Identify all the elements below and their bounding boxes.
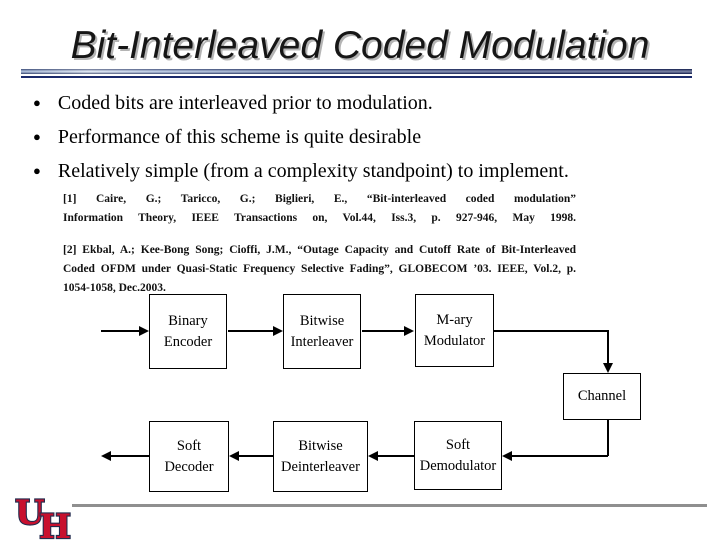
box-label-line: Interleaver bbox=[290, 333, 354, 350]
box-m-ary-modulator: M-ary Modulator bbox=[415, 294, 494, 367]
box-channel: Channel bbox=[563, 373, 641, 420]
bullet-text: Relatively simple (from a complexity sta… bbox=[57, 160, 569, 182]
bullet-dot-icon: ● bbox=[33, 129, 41, 144]
arrow-line bbox=[512, 455, 608, 457]
box-label-line: M-ary bbox=[436, 311, 473, 328]
arrowhead-left-icon bbox=[229, 451, 239, 461]
citation-line: [2] Ekbal, A.; Kee-Bong Song; Cioffi, J.… bbox=[63, 244, 576, 256]
box-label-line: Channel bbox=[577, 388, 627, 404]
box-label-line: Decoder bbox=[164, 458, 214, 475]
bullet-dot-icon: ● bbox=[33, 163, 41, 178]
bullet-item: ● Coded bits are interleaved prior to mo… bbox=[33, 90, 693, 116]
citation-line: [1] Caire, G.; Taricco, G.; Biglieri, E.… bbox=[63, 193, 576, 205]
box-bitwise-deinterleaver: Bitwise Deinterleaver bbox=[273, 421, 368, 492]
box-label-line: Bitwise bbox=[298, 437, 343, 454]
arrowhead-right-icon bbox=[273, 326, 283, 336]
citation-line: Information Theory, IEEE Transactions on… bbox=[63, 212, 576, 224]
box-label-line: Soft bbox=[445, 436, 471, 453]
arrow-line bbox=[228, 330, 274, 332]
citation-line: Coded OFDM under Quasi-Static Frequency … bbox=[63, 263, 576, 275]
box-label-line: Modulator bbox=[423, 332, 486, 349]
arrowhead-left-icon bbox=[368, 451, 378, 461]
arrow-line bbox=[101, 330, 140, 332]
arrowhead-right-icon bbox=[139, 326, 149, 336]
citation-line: 1054-1058, Dec.2003. bbox=[63, 282, 166, 294]
bullet-dot-icon: ● bbox=[33, 95, 41, 110]
arrowhead-left-icon bbox=[101, 451, 111, 461]
bullet-item: ● Performance of this scheme is quite de… bbox=[33, 124, 693, 150]
box-binary-encoder: Binary Encoder bbox=[149, 294, 227, 369]
arrowhead-down-icon bbox=[603, 363, 613, 373]
logo-letter-h: H bbox=[39, 507, 71, 540]
arrow-line bbox=[362, 330, 405, 332]
logo-letter-u: U bbox=[15, 494, 45, 533]
arrow-line bbox=[111, 455, 149, 457]
title-underline-band bbox=[21, 69, 692, 74]
box-label-line: Bitwise bbox=[299, 312, 345, 329]
box-label-line: Encoder bbox=[163, 333, 213, 350]
box-label-line: Demodulator bbox=[419, 457, 497, 474]
arrow-line bbox=[607, 420, 609, 456]
arrow-line bbox=[378, 455, 414, 457]
box-soft-decoder: Soft Decoder bbox=[149, 421, 229, 492]
bullet-text: Performance of this scheme is quite desi… bbox=[57, 126, 422, 148]
citation-2: [2] Ekbal, A.; Kee-Bong Song; Cioffi, J.… bbox=[63, 241, 576, 298]
bullet-item: ● Relatively simple (from a complexity s… bbox=[33, 158, 693, 184]
arrow-line bbox=[494, 330, 609, 332]
arrow-line bbox=[239, 455, 273, 457]
citation-1: [1] Caire, G.; Taricco, G.; Biglieri, E.… bbox=[63, 190, 576, 228]
box-label-line: Soft bbox=[176, 437, 202, 454]
university-of-houston-logo: U H bbox=[14, 494, 72, 540]
box-bitwise-interleaver: Bitwise Interleaver bbox=[283, 294, 361, 369]
box-label-line: Deinterleaver bbox=[281, 458, 360, 475]
page-title: Bit-Interleaved Coded Modulation bbox=[70, 24, 650, 67]
bullet-text: Coded bits are interleaved prior to modu… bbox=[57, 92, 433, 114]
footer-divider bbox=[72, 504, 707, 507]
arrowhead-right-icon bbox=[404, 326, 414, 336]
box-label-line: Binary bbox=[168, 312, 208, 329]
arrow-line bbox=[607, 330, 609, 363]
arrowhead-left-icon bbox=[502, 451, 512, 461]
box-soft-demodulator: Soft Demodulator bbox=[414, 421, 502, 490]
title-underline-thin bbox=[21, 76, 692, 78]
